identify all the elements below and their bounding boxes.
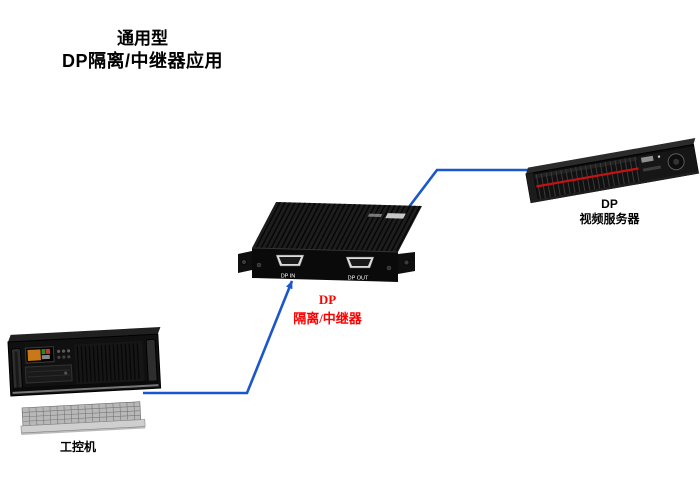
pc-drive-slot-lines [27, 369, 70, 378]
left-ear-screw-hole [241, 259, 247, 266]
title-line-1: 通用型 [117, 29, 168, 48]
pc-button-2 [61, 349, 66, 353]
keyboard-key-cols [28, 402, 136, 426]
industrial-pc-device [7, 327, 162, 435]
repeater-caption-line-1: DP [318, 292, 337, 307]
repeater-top-face [252, 202, 423, 253]
pc-led-red [45, 348, 51, 355]
drawer-front-lip [20, 419, 146, 434]
pc-keylock [64, 371, 68, 375]
dp-in-port [275, 254, 305, 267]
pc-button-3 [66, 349, 71, 353]
cable-pc-to-repeater [143, 280, 294, 395]
pc-keyboard-drawer [20, 401, 146, 435]
right-ear-screw-hole [403, 259, 410, 266]
pc-drawer-rail [12, 384, 159, 394]
server-usb-ports [642, 165, 662, 172]
drawer-shadow [21, 426, 146, 435]
pc-button-1 [56, 349, 61, 353]
dp-out-port-label: DP OUT [348, 276, 369, 282]
pc-button-5 [62, 355, 66, 359]
pc-button-6 [67, 355, 71, 359]
pc-display-button [41, 354, 50, 360]
brand-mark [385, 213, 406, 219]
pc-top-face [8, 327, 161, 342]
pc-right-handle [145, 338, 158, 383]
pc-button-4 [57, 355, 61, 359]
pc-caption-text: 工控机 [59, 440, 96, 454]
pc-chassis [7, 327, 162, 397]
repeater-caption-line-2: 隔离/中继器 [293, 311, 362, 326]
pc-left-handle-groove [14, 351, 20, 388]
front-edge-highlight [251, 247, 399, 253]
dp-out-port [345, 256, 375, 269]
title-line-2: DP隔离/中继器应用 [61, 51, 223, 71]
pc-led-green [41, 349, 46, 355]
server-caption: DP 视频服务器 [552, 197, 667, 227]
server-caption-line-2: 视频服务器 [579, 212, 640, 226]
server-top-face [526, 138, 696, 174]
dp-in-port-label: DP IN [281, 274, 296, 280]
pc-vent-slats [76, 343, 140, 383]
front-screw-right [386, 265, 392, 271]
brand-mark-small [367, 213, 383, 218]
pc-drive-slots [24, 364, 73, 384]
server-right-panel [636, 146, 699, 182]
page-title: 通用型 DP隔离/中继器应用 [35, 27, 250, 73]
repeater-caption: DP 隔离/中继器 [255, 290, 400, 328]
server-emblem-center [673, 158, 680, 165]
repeater-front-face [252, 248, 398, 282]
dp-repeater-device: DP IN DP OUT [238, 202, 423, 282]
pc-display-screen [27, 349, 42, 361]
drive-bay-red-strip [536, 167, 639, 188]
server-optical-drive [640, 155, 654, 163]
video-server-device [525, 138, 700, 204]
pc-caption: 工控机 [38, 440, 118, 455]
keyboard-key-rows [22, 405, 141, 422]
server-caption-line-1: DP [601, 197, 618, 211]
front-screw-left [256, 262, 262, 268]
server-power-led [657, 155, 661, 158]
server-bottom-bezel [530, 171, 699, 204]
heatsink-fins [255, 202, 421, 252]
server-left-cap [526, 172, 538, 203]
